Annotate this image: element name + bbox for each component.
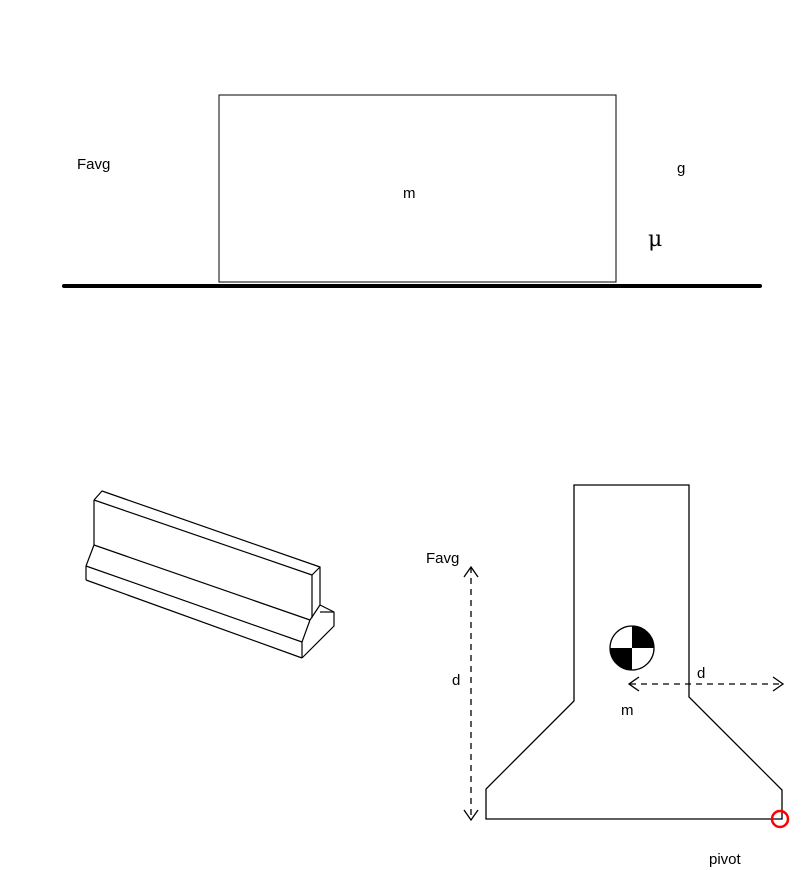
barrier-cross-section-outline	[485, 484, 783, 820]
barrier-cross-section-diagram: Favg d d m pivot	[426, 484, 790, 868]
force-label: Favg	[77, 156, 110, 173]
force-label-bottom: Favg	[426, 550, 459, 567]
mass-label: m	[403, 185, 416, 202]
barrier-3d-illustration	[85, 490, 335, 659]
vertical-distance-label: d	[452, 672, 460, 689]
horizontal-distance-arrow	[627, 676, 785, 692]
barrier-base-bottom-edge	[85, 579, 303, 659]
barrier-right-slope-edge	[301, 619, 311, 643]
pivot-icon	[770, 809, 790, 829]
horizontal-distance-label: d	[697, 665, 705, 682]
barrier-base-top-edge	[85, 565, 303, 643]
vertical-distance-arrow	[463, 565, 479, 822]
gravity-label: g	[677, 160, 685, 177]
barrier-top-front-edge	[93, 499, 313, 576]
barrier-end-slope-edge	[309, 604, 321, 621]
center-of-mass-icon	[609, 625, 655, 671]
barrier-slope-top-edge	[93, 544, 311, 621]
block-on-surface-diagram: Favg m g μ	[62, 94, 762, 288]
barrier-left-slope-edge	[85, 544, 95, 567]
mass-label-bottom: m	[621, 702, 634, 719]
pivot-label: pivot	[709, 851, 742, 868]
block-rectangle	[218, 94, 617, 283]
friction-coefficient-label: μ	[648, 227, 662, 252]
barrier-top-edge	[93, 490, 321, 576]
